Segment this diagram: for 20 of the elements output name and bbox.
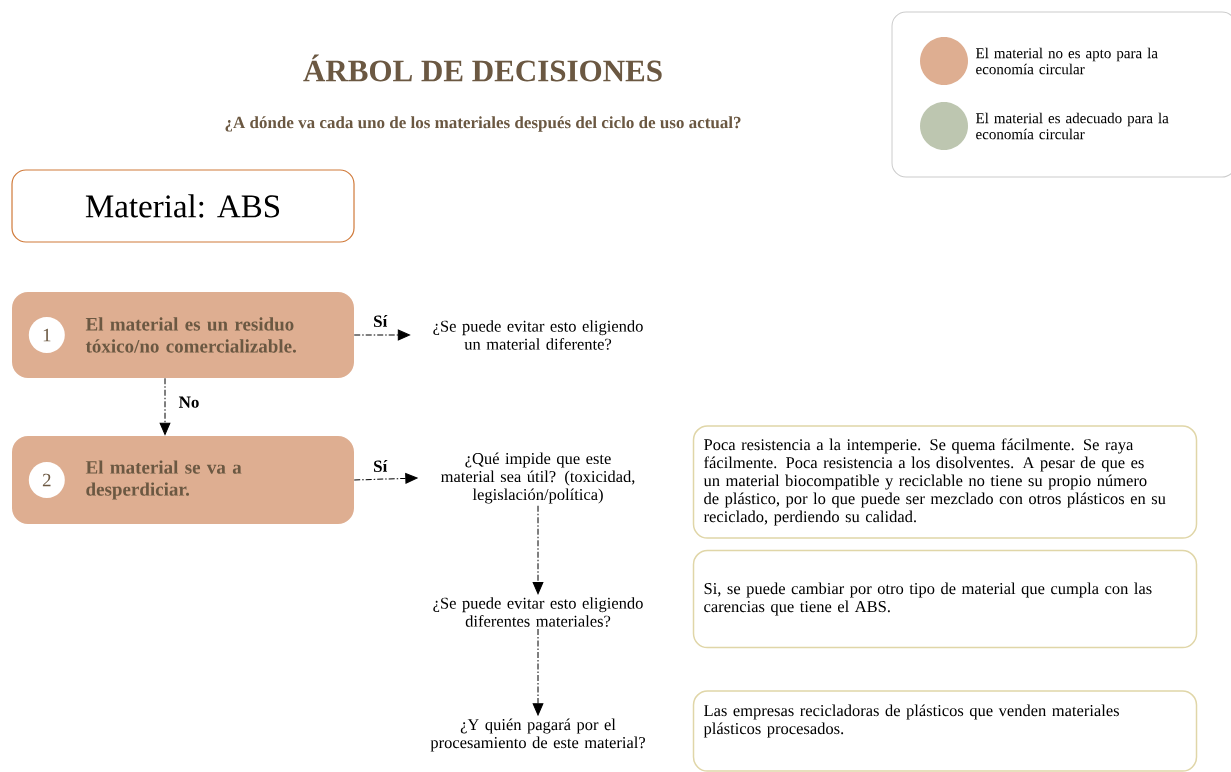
edge-label: Sí [372,314,389,328]
legend-text: El material no es apto para la economía circular [976,47,1158,75]
answer-box: Las empresas recicladoras de plásticos que venden materiales plásticos procesados. [692,690,1198,772]
question-text: ¿Qué impide que este material sea útil? (toxicidad, legislación/política) [441,452,635,504]
arrow [353,329,410,341]
arrow [353,473,418,484]
question-text: ¿Se puede evitar esto eligiendo diferentes materiales? [433,597,643,627]
edge-label: No [177,395,201,409]
legend-text: El material es adecuado para la economía circular [976,112,1169,140]
arrow [532,628,544,716]
edge-label: Sí [372,459,389,473]
question-text: ¿Y quién pagará por el procesamiento de este material? [430,718,645,752]
arrow [159,377,171,435]
material-box: Material: ABS [11,169,355,243]
answer-box: Si, se puede cambiar por otro tipo de material que cumpla con las carencias que tiene el ABS. [692,549,1198,649]
title: ÁRBOL DE DECISIONES [303,54,662,82]
question-text: ¿Se puede evitar esto eligiendo un material diferente? [433,320,643,350]
answer-box: Poca resistencia a la intemperie. Se quema fácilmente. Se raya fácilmente. Poca resistencia a los disolventes. A pesar de que es un material biocompatible y reciclable no tiene su propio número de plástico, por lo que puede ser mezclado con otros plásticos en su reciclado, perdiendo su calidad. [692,425,1198,539]
arrow [532,505,544,595]
subtitle: ¿A dónde va cada uno de los materiales después del ciclo de uso actual? [225,116,741,132]
